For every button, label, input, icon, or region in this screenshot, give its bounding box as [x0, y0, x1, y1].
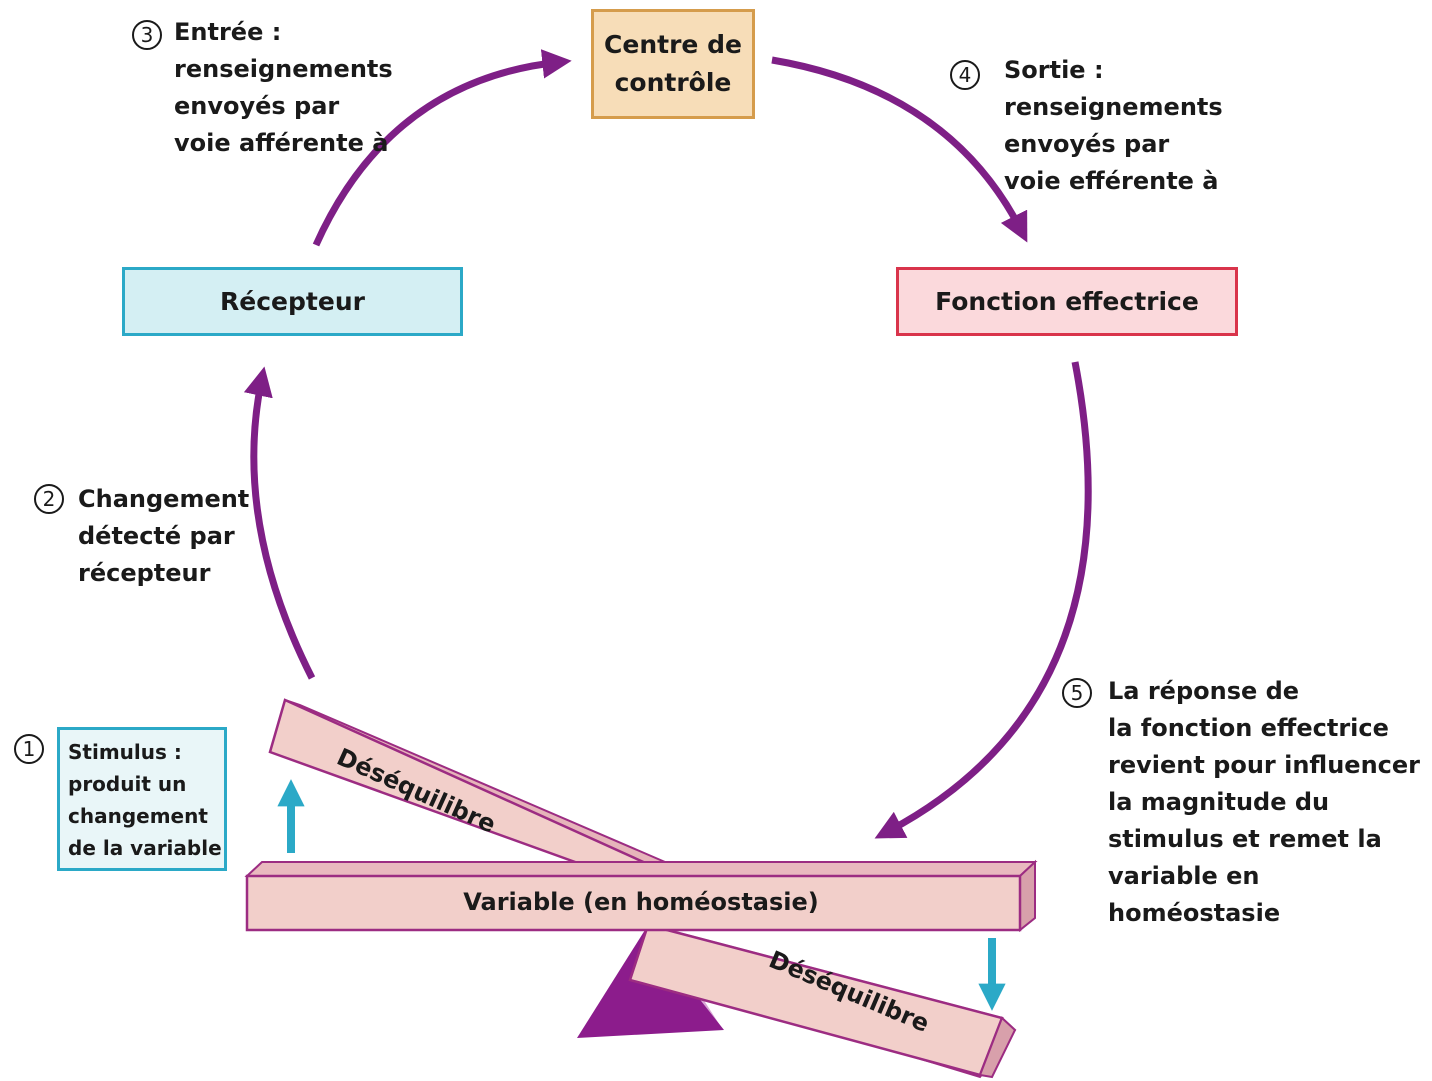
step-2-label: Changement détecté par récepteur	[78, 485, 250, 587]
arrow-effector-to-variable	[874, 361, 1092, 839]
step-3-label: Entrée : renseignements envoyés par voie…	[174, 18, 393, 157]
imbalance-beam-lower	[628, 923, 1017, 1079]
step-4-label: Sortie : renseignements envoyés par voie…	[1004, 56, 1223, 195]
stimulus-box: Stimulus : produit un changement de la v…	[57, 727, 227, 871]
step-5-number: 5	[1062, 678, 1092, 708]
arrow-receptor-to-control	[312, 49, 572, 247]
arrow-control-to-effector	[771, 56, 1028, 243]
step-3-number: 3	[132, 20, 162, 50]
receptor-box: Récepteur	[122, 267, 463, 336]
effector-box: Fonction effectrice	[896, 267, 1238, 336]
step-1-number: 1	[14, 734, 44, 764]
arrow-variable-to-receptor	[243, 366, 316, 680]
step-2-number: 2	[34, 484, 64, 514]
control-center-box: Centre de contrôle	[591, 9, 755, 119]
imbalance-beam-upper	[268, 698, 669, 882]
step-4-number: 4	[950, 60, 980, 90]
variable-beam	[244, 859, 1038, 933]
variable-label: Variable (en homéostasie)	[463, 888, 819, 916]
step-5-label: La réponse de la fonction effectrice rev…	[1108, 677, 1421, 927]
